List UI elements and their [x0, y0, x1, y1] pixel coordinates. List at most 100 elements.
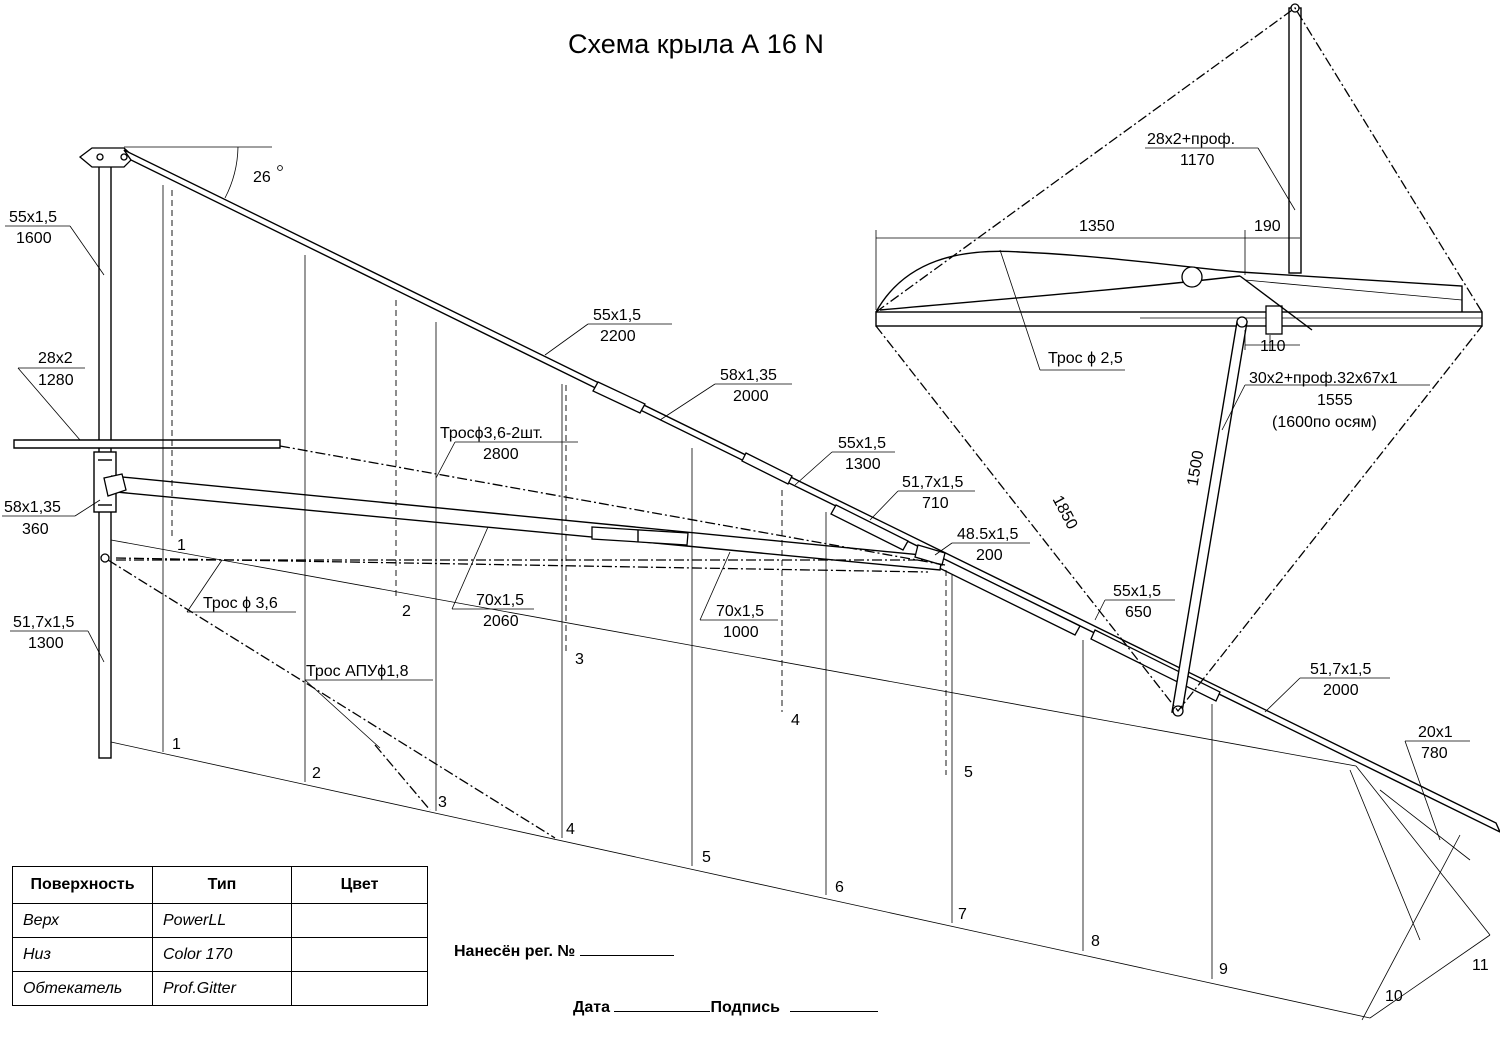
svg-text:51,7x1,5: 51,7x1,5: [902, 474, 963, 491]
svg-text:1170: 1170: [1180, 152, 1215, 169]
svg-text:9: 9: [1219, 961, 1228, 978]
registration-blank[interactable]: [579, 941, 674, 956]
surface-legend-table: Поверхность Тип Цвет Верх PowerLL Низ Co…: [12, 865, 428, 1006]
sail-trailing-edge: [110, 741, 1371, 1019]
cable-label-3-6: Трос ϕ 3,6: [203, 595, 278, 612]
svg-text:30x2+проф.32x67x1: 30x2+проф.32x67x1: [1249, 370, 1398, 387]
le-sleeve-1: [592, 381, 646, 414]
cable-apu-branch: [374, 744, 431, 811]
cable-labels: Трос ϕ 3,6 Трос АПУϕ1,8 Трос ϕ 2,5: [186, 350, 1123, 749]
cable-label-2-5: Трос ϕ 2,5: [1048, 350, 1123, 367]
svg-text:8: 8: [1091, 933, 1100, 950]
bottom-rigging: [875, 325, 1483, 713]
svg-text:10: 10: [1385, 988, 1403, 1005]
crossbar-fitting: [103, 473, 127, 497]
part-label: 70x1,5 2060: [451, 526, 534, 630]
legend-row: Низ Color 170: [12, 937, 428, 973]
dim-1500: 1500: [1185, 449, 1208, 487]
svg-text:3: 3: [575, 651, 584, 668]
svg-text:2: 2: [312, 765, 321, 782]
part-label: 48.5x1,5 200: [934, 526, 1030, 564]
le-sleeve-5: [1090, 629, 1221, 702]
part-label: Тросϕ3,6-2шт. 2800: [435, 425, 578, 479]
control-strut: [1171, 321, 1248, 713]
svg-text:51,7x1,5: 51,7x1,5: [1310, 661, 1371, 678]
legend-row: Верх PowerLL: [12, 903, 428, 939]
svg-text:1300: 1300: [845, 456, 881, 473]
legend-color[interactable]: [291, 971, 428, 1006]
part-label: 58x1,35 2000: [659, 367, 792, 421]
svg-text:2800: 2800: [483, 446, 519, 463]
tip-edge: [1355, 765, 1491, 936]
svg-text:55x1,5: 55x1,5: [1113, 583, 1161, 600]
svg-text:11: 11: [1472, 957, 1489, 974]
legend-row: Обтекатель Prof.Gitter: [12, 971, 428, 1006]
svg-text:1555: 1555: [1317, 392, 1353, 409]
part-label: 20x1 780: [1404, 724, 1470, 841]
cable-label-apu: Трос АПУϕ1,8: [306, 663, 409, 680]
svg-text:48.5x1,5: 48.5x1,5: [957, 526, 1018, 543]
legend-header-color: Цвет: [291, 865, 428, 905]
dimension-labels: 1350 190 110 1850 1500 26: [253, 165, 1286, 532]
svg-text:2000: 2000: [1323, 682, 1359, 699]
part-label: 30x2+проф.32x67x1 1555 (1600по осям): [1249, 370, 1398, 431]
legend-type: Prof.Gitter: [152, 971, 292, 1006]
svg-text:3: 3: [438, 794, 447, 811]
part-label: 51,7x1,5 1300: [10, 614, 105, 663]
cable-lower: [115, 557, 929, 573]
legend-surface: Низ: [12, 937, 153, 973]
legend-surface: Верх: [12, 903, 153, 939]
angle-label: 26: [253, 169, 271, 186]
le-sleeve-4: [924, 551, 1081, 636]
sign-blank[interactable]: [790, 997, 879, 1012]
date-blank[interactable]: [614, 997, 711, 1012]
svg-text:360: 360: [22, 521, 49, 538]
svg-text:70x1,5: 70x1,5: [716, 603, 764, 620]
part-label: 28x2+проф. 1170: [1145, 131, 1258, 169]
svg-text:(1600по осям): (1600по осям): [1272, 414, 1377, 431]
part-label: 51,7x1,5 2000: [1264, 661, 1390, 713]
legend-header-surface: Поверхность: [12, 865, 153, 905]
svg-text:6: 6: [835, 879, 844, 896]
svg-text:5: 5: [964, 764, 973, 781]
svg-text:1600: 1600: [16, 230, 52, 247]
dim-1350: 1350: [1079, 218, 1115, 235]
part-label: 55x1,5 1600: [5, 209, 105, 276]
svg-text:2000: 2000: [733, 388, 769, 405]
drawing-title: Схема крыла А 16 N: [568, 29, 824, 59]
crossbar-stub: [13, 439, 281, 449]
svg-text:2: 2: [402, 603, 411, 620]
crossbar-section: [875, 311, 1483, 327]
svg-text:70x1,5: 70x1,5: [476, 592, 524, 609]
svg-text:7: 7: [958, 906, 967, 923]
angle-arc: [224, 146, 239, 199]
part-label: 70x1,5 1000: [699, 551, 778, 641]
part-label: 58x1,35 360: [2, 499, 101, 538]
legend-type: PowerLL: [152, 903, 292, 939]
svg-text:28x2: 28x2: [38, 350, 73, 367]
le-sleeve-2: [741, 452, 793, 485]
part-label: 55x1,5 1300: [794, 435, 895, 486]
dim-190: 190: [1254, 218, 1281, 235]
sign-label: Подпись: [710, 999, 780, 1016]
hang-bracket: [1265, 305, 1283, 335]
svg-text:200: 200: [976, 547, 1003, 564]
cable-apu: [107, 559, 556, 839]
date-sign-line: Дата Подпись: [573, 997, 879, 1017]
svg-text:4: 4: [566, 821, 575, 838]
legend-type: Color 170: [152, 937, 292, 973]
svg-text:1: 1: [172, 736, 181, 753]
svg-text:28x2+проф.: 28x2+проф.: [1147, 131, 1235, 148]
svg-text:1280: 1280: [38, 372, 74, 389]
svg-text:4: 4: [791, 712, 800, 729]
legend-color[interactable]: [291, 937, 428, 973]
svg-text:55x1,5: 55x1,5: [9, 209, 57, 226]
rib-numbers-lower: 1 2 3 4 5 6 7 8 9 10 11: [172, 736, 1489, 1005]
svg-text:2200: 2200: [600, 328, 636, 345]
svg-text:1300: 1300: [28, 635, 64, 652]
svg-text:1000: 1000: [723, 624, 759, 641]
sail-rib-line-upper: [110, 539, 1357, 767]
svg-text:5: 5: [702, 849, 711, 866]
dim-1850: 1850: [1049, 493, 1081, 532]
legend-color[interactable]: [291, 903, 428, 939]
